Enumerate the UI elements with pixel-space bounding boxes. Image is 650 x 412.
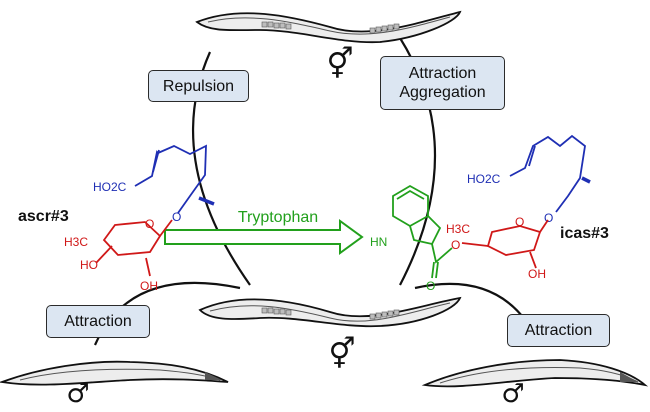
repulsion-label: Repulsion — [162, 77, 235, 95]
attraction-left-label: Attraction — [64, 313, 132, 330]
ascr3-ho2c-label: HO2C — [93, 180, 127, 194]
ascr3-ring-o: O — [145, 217, 154, 231]
center-hermaphrodite-symbol: ⚥ — [328, 336, 355, 372]
top-hermaphrodite-worm — [195, 10, 462, 44]
attraction-aggregation-line2: Aggregation — [399, 84, 486, 101]
left-male-worm — [0, 360, 229, 386]
attraction-left-box: Attraction — [46, 305, 150, 338]
attraction-aggregation-box: Attraction Aggregation — [380, 56, 505, 110]
ascr3-ho-label: HO — [80, 258, 98, 272]
attraction-right-box: Attraction — [507, 314, 610, 347]
attraction-right-label: Attraction — [524, 322, 593, 339]
right-male-symbol: ♂ — [501, 379, 524, 407]
ascr3-name: ascr#3 — [18, 208, 69, 225]
ascr3-oh-label: OH — [140, 279, 158, 293]
ascr3-h3c-label: H3C — [64, 235, 88, 249]
icas3-ester-o: O — [451, 238, 460, 252]
icas3-carbonyl-o: O — [426, 279, 435, 293]
icas3-hn-label: HN — [370, 235, 387, 249]
icas3-name: icas#3 — [560, 225, 609, 242]
ascr3-structure: HO2C O H3C HO OH O — [64, 144, 215, 293]
icas3-oh-label: OH — [528, 267, 546, 281]
top-hermaphrodite-symbol: ⚥ — [326, 46, 353, 82]
icas3-h3c-label: H3C — [446, 222, 470, 236]
repulsion-box: Repulsion — [148, 70, 249, 102]
ascr3-o-glycosidic: O — [172, 210, 181, 224]
tryptophan-label: Tryptophan — [238, 209, 318, 226]
icas3-structure: HO2C O H3C O O OH HN O — [370, 134, 591, 293]
icas3-o-glycosidic: O — [544, 211, 553, 225]
icas3-ring-o: O — [515, 215, 524, 229]
left-male-symbol: ♂ — [66, 379, 89, 407]
attraction-aggregation-line1: Attraction — [408, 65, 477, 82]
right-male-worm — [421, 359, 649, 388]
tryptophan-arrow — [164, 219, 364, 255]
center-hermaphrodite-worm — [198, 296, 462, 328]
icas3-ho2c-label: HO2C — [467, 172, 501, 186]
